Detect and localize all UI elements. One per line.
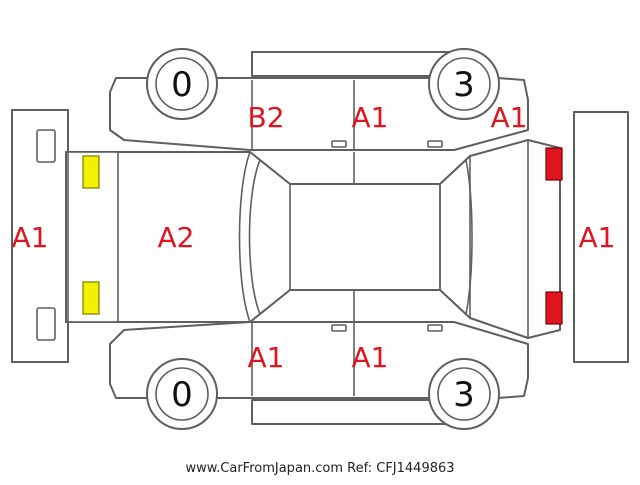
wheel-top-right: 3: [428, 48, 500, 120]
wheel-top-left-number: 0: [171, 65, 193, 105]
front-lamp-bottom: [545, 291, 563, 325]
rear-bumper: [11, 109, 69, 363]
car-top-view: [65, 138, 561, 340]
wheel-bottom-right: 3: [428, 358, 500, 430]
code-rear-door-top: B2: [247, 101, 284, 134]
top-roof-strip: [251, 51, 455, 77]
rear-lamp-top: [82, 155, 100, 189]
footer-reference: www.CarFromJapan.com Ref: CFJ1449863: [185, 461, 454, 476]
wheel-bottom-left-number: 0: [171, 375, 193, 415]
front-bumper: [573, 111, 629, 363]
code-front-fender-top: A1: [491, 101, 528, 134]
code-rear-bumper: A1: [12, 221, 49, 254]
code-rear-door-bottom: A1: [248, 341, 285, 374]
wheel-bottom-left: 0: [146, 358, 218, 430]
wheel-bottom-right-number: 3: [453, 375, 475, 415]
rear-lamp-bottom: [82, 281, 100, 315]
wheel-top-left: 0: [146, 48, 218, 120]
bottom-roof-strip: [251, 399, 455, 425]
wheel-top-right-number: 3: [453, 65, 475, 105]
code-trunk: A2: [158, 221, 195, 254]
code-front-bumper: A1: [579, 221, 616, 254]
code-front-door-bottom: A1: [352, 341, 389, 374]
code-front-door-top: A1: [352, 101, 389, 134]
front-lamp-top: [545, 147, 563, 181]
